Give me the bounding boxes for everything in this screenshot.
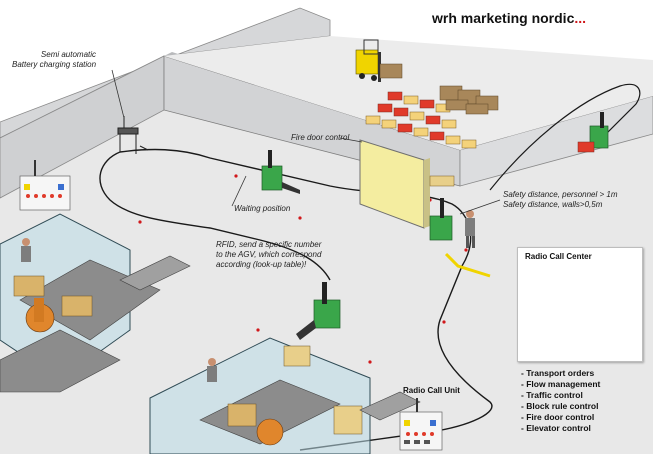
agv-2 bbox=[429, 198, 453, 241]
fire-door-label: Fire door control bbox=[291, 133, 350, 142]
safety-marking bbox=[444, 252, 491, 278]
feature-item: - Traffic control bbox=[521, 390, 583, 400]
production-cell-left bbox=[0, 213, 191, 393]
pallet-rack bbox=[365, 91, 477, 187]
agv-track-upper bbox=[489, 83, 641, 191]
leader-lines bbox=[111, 69, 501, 215]
agv-1 bbox=[261, 150, 300, 194]
storage-floor bbox=[164, 36, 653, 150]
charging-station bbox=[117, 116, 149, 154]
brand-name: wrh marketing nordic bbox=[432, 10, 575, 26]
forklift bbox=[355, 39, 403, 82]
wood-pallets bbox=[439, 85, 499, 115]
brand-dots: ... bbox=[574, 10, 587, 26]
radio-call-center-title: Radio Call Center bbox=[525, 252, 592, 261]
feature-item: - Elevator control bbox=[521, 423, 591, 433]
radio-call-unit-device bbox=[399, 398, 443, 451]
feature-list: - Transport orders - Flow management - T… bbox=[521, 368, 600, 434]
feature-item: - Flow management bbox=[521, 379, 601, 389]
fire-door-edge bbox=[424, 158, 430, 228]
radio-call-unit-label: Radio Call Unit bbox=[403, 386, 460, 395]
brand-title: wrh marketing nordic... bbox=[432, 10, 586, 26]
charging-station-label: Semi automatic Battery charging station bbox=[12, 50, 97, 69]
feature-item: - Block rule control bbox=[521, 401, 599, 411]
person-door bbox=[465, 210, 475, 248]
rfid-label: RFID, send a specific number to the AGV,… bbox=[216, 240, 322, 269]
feature-item: - Transport orders bbox=[521, 368, 595, 378]
radio-call-center-panel: Radio Call Center bbox=[517, 247, 643, 362]
safety-distance-label: Safety distance, personnel > 1m Safety d… bbox=[503, 190, 618, 209]
waiting-position-label: Waiting position bbox=[234, 204, 291, 213]
agv-track-loop bbox=[99, 151, 331, 281]
wall-call-panel bbox=[19, 160, 71, 211]
person-left bbox=[21, 238, 31, 262]
person-bottom bbox=[207, 358, 217, 382]
agv-4 bbox=[296, 282, 341, 340]
right-wall bbox=[459, 95, 653, 187]
feature-item: - Fire door control bbox=[521, 412, 595, 422]
agv-3 bbox=[577, 112, 609, 153]
production-cell-bottom bbox=[149, 337, 421, 454]
